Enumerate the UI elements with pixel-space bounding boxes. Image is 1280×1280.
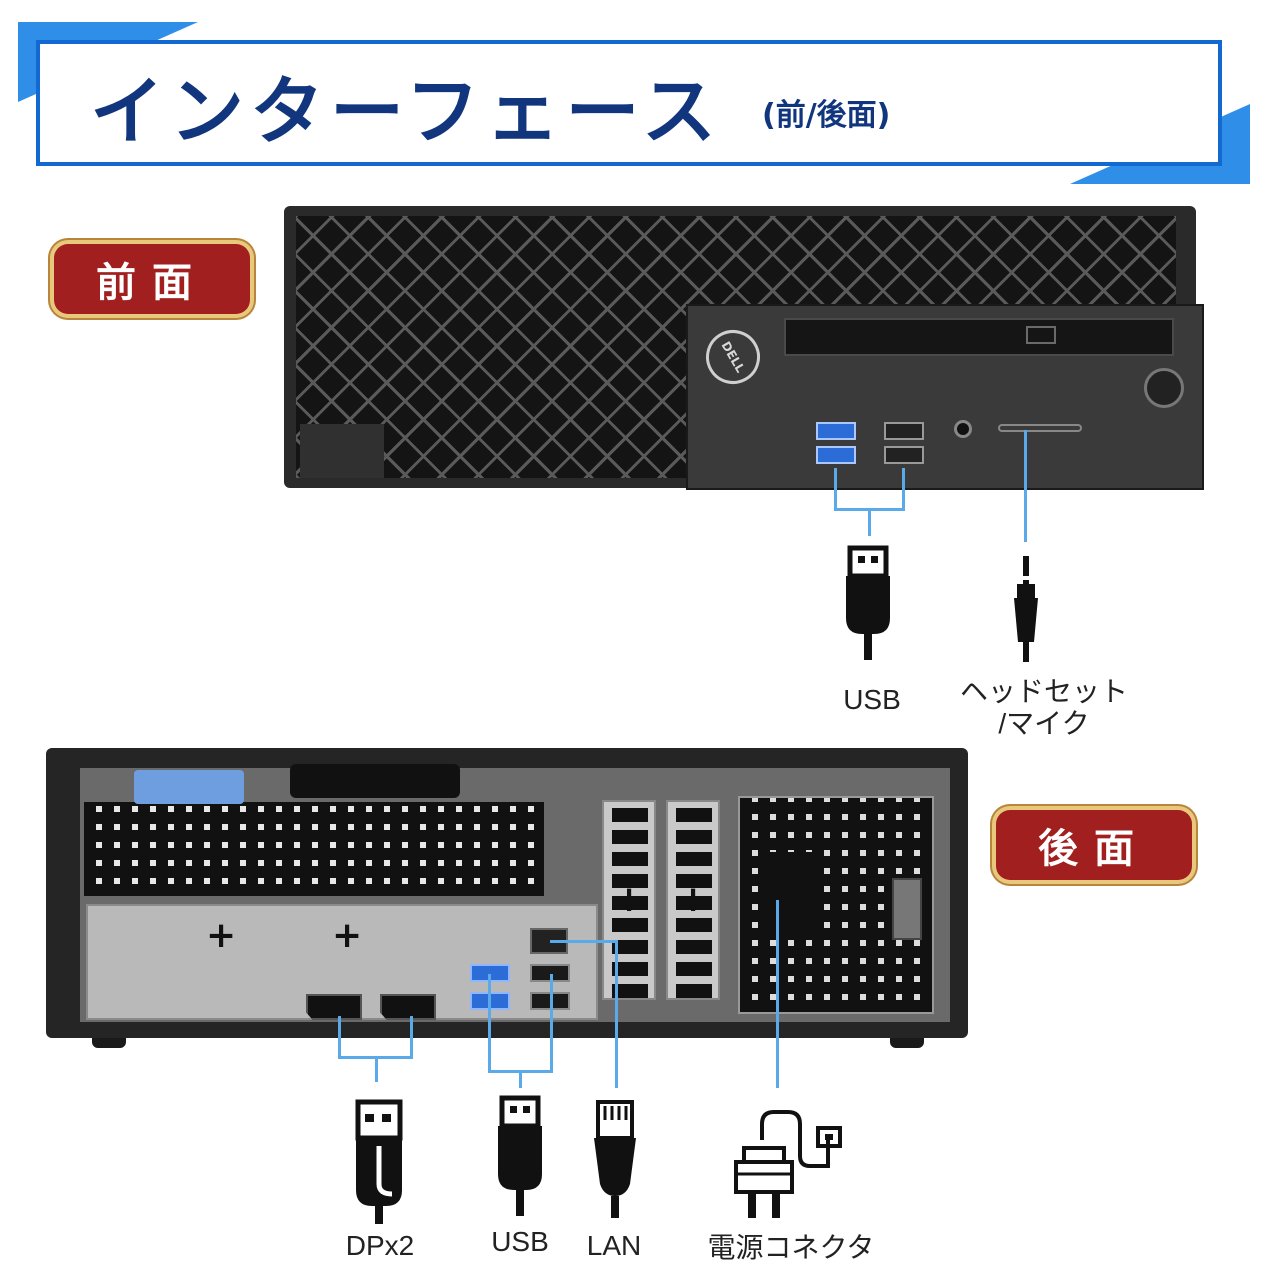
- title-banner: [36, 40, 1222, 166]
- connector-line: [550, 974, 553, 1072]
- front-usb-port: [816, 446, 856, 464]
- rear-lan-label: LAN: [586, 1230, 642, 1261]
- expansion-slot-bracket: [602, 800, 656, 1000]
- slot-plus-mark: +: [614, 879, 645, 920]
- connector-line: [519, 1070, 522, 1088]
- power-plug-icon: [734, 1110, 842, 1218]
- rear-displayport: [306, 994, 362, 1020]
- rear-knockout-plus: +: [332, 915, 363, 956]
- rear-vent-grid: [84, 802, 544, 896]
- front-mic-label: /マイク: [998, 708, 1090, 739]
- connector-line: [1024, 430, 1027, 542]
- optical-drive-eject-button: [1026, 326, 1056, 344]
- power-button: [1144, 368, 1184, 408]
- front-usb-label: USB: [843, 684, 901, 715]
- rear-knockout-plus: +: [206, 915, 237, 956]
- usb-plug-icon: [498, 1095, 542, 1216]
- rear-foot: [92, 1038, 126, 1048]
- power-inlet: [762, 852, 824, 936]
- page-subtitle: (前/後面): [762, 98, 891, 133]
- front-grill-shadow: [300, 424, 384, 478]
- connector-line: [834, 468, 837, 510]
- page-title: インターフェース: [90, 69, 722, 155]
- connector-line: [488, 974, 491, 1072]
- usb-plug-icon: [846, 545, 890, 660]
- connector-line: [338, 1016, 341, 1058]
- front-card-slot: [998, 424, 1082, 432]
- connector-line: [410, 1016, 413, 1058]
- rear-badge: 後面: [996, 810, 1192, 880]
- psu-switch: [892, 878, 922, 940]
- front-audio-jack: [954, 420, 972, 438]
- displayport-plug-icon: [355, 1099, 403, 1224]
- optical-drive: [784, 318, 1174, 356]
- front-usb-port: [884, 446, 924, 464]
- connector-line: [902, 468, 905, 510]
- connector-line: [868, 508, 871, 536]
- rj45-plug-icon: [594, 1100, 636, 1218]
- expansion-slot-bracket: [666, 800, 720, 1000]
- connector-line: [776, 900, 779, 1088]
- rear-foot: [890, 1038, 924, 1048]
- front-badge: 前面: [54, 244, 250, 314]
- connector-line: [615, 940, 618, 1088]
- rear-power-label: 電源コネクタ: [707, 1232, 875, 1263]
- blue-release-tab: [134, 770, 244, 804]
- front-usb-port: [816, 422, 856, 440]
- front-headset-label: ヘッドセット: [959, 676, 1128, 707]
- rear-dp-label: DPx2: [345, 1230, 415, 1261]
- rear-usb-label: USB: [491, 1226, 549, 1257]
- front-usb-port: [884, 422, 924, 440]
- rear-displayport: [380, 994, 436, 1020]
- rear-handle: [290, 764, 460, 798]
- connector-line: [375, 1056, 378, 1082]
- connector-line: [550, 940, 618, 943]
- slot-plus-mark: +: [678, 879, 709, 920]
- audio-jack-icon: [1014, 556, 1038, 662]
